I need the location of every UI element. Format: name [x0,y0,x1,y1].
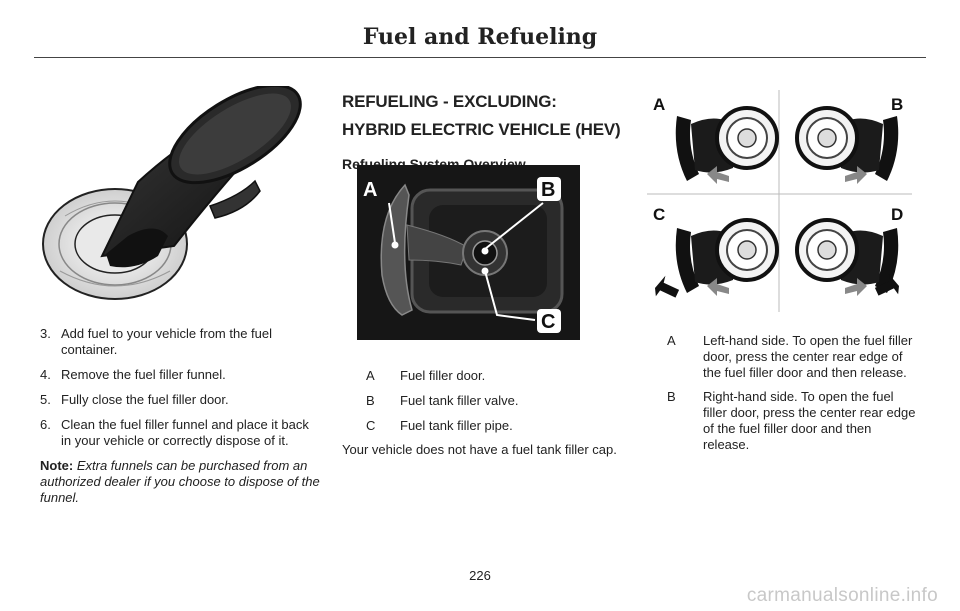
callout-key: B [366,393,375,408]
header-divider [34,57,926,58]
callout-text: Fuel tank filler valve. [400,393,519,408]
callout-key: A [667,333,676,348]
callout-text: Right-hand side. To open the fuel filler… [703,389,916,452]
list-item: 3. Add fuel to your vehicle from the fuel… [40,326,320,358]
callout-row: B Fuel tank filler valve. [366,393,616,409]
middle-column: REFUELING - EXCLUDING: HYBRID ELECTRIC V… [342,88,622,172]
callout-key: B [667,389,676,404]
callout-text: Fuel filler door. [400,368,486,383]
step-number: 4. [40,367,51,382]
callout-key: A [366,368,375,383]
overview-callouts: A Fuel filler door. B Fuel tank filler val… [366,368,616,443]
fuel-door-diagram: A B C D [647,90,912,312]
left-column: 3. Add fuel to your vehicle from the fuel… [40,326,320,506]
step-text: Clean the fuel filler funnel and place i… [61,417,309,448]
door-callouts: A Left-hand side. To open the fuel filler… [667,333,919,461]
diagram-label-c: C [653,205,665,224]
step-text: Add fuel to your vehicle from the fuel c… [61,326,273,357]
step-number: 6. [40,417,51,432]
refueling-system-photo: A B C [357,165,580,340]
photo-label-c: C [541,311,555,333]
photo-label-b: B [541,179,555,201]
list-item: 4. Remove the fuel filler funnel. [40,367,320,383]
callout-key: C [366,418,376,433]
diagram-label-d: D [891,205,903,224]
watermark: carmanualsonline.info [746,585,938,606]
note: Note: Extra funnels can be purchased fro… [40,458,320,506]
step-text: Remove the fuel filler funnel. [61,367,226,382]
photo-label-a: A [363,179,377,201]
callout-row: B Right-hand side. To open the fuel fille… [667,389,919,453]
list-item: 5. Fully close the fuel filler door. [40,392,320,408]
note-label: Note: [40,458,74,473]
step-number: 5. [40,392,51,407]
diagram-label-b: B [891,95,903,114]
body-paragraph: Your vehicle does not have a fuel tank f… [342,442,617,457]
note-text: Extra funnels can be purchased from an a… [40,458,320,505]
callout-text: Left-hand side. To open the fuel filler … [703,333,913,380]
callout-row: A Left-hand side. To open the fuel filler… [667,333,919,381]
step-text: Fully close the fuel filler door. [61,392,229,407]
diagram-label-a: A [653,95,665,114]
callout-row: C Fuel tank filler pipe. [366,418,616,434]
fuel-funnel-illustration [42,86,302,300]
callout-text: Fuel tank filler pipe. [400,418,513,433]
callout-row: A Fuel filler door. [366,368,616,384]
refueling-steps: 3. Add fuel to your vehicle from the fuel… [40,326,320,449]
section-title: REFUELING - EXCLUDING: HYBRID ELECTRIC V… [342,92,621,139]
page-number: 226 [469,568,491,583]
list-item: 6. Clean the fuel filler funnel and place… [40,417,320,449]
step-number: 3. [40,326,51,341]
page-title: Fuel and Refueling [362,24,598,50]
